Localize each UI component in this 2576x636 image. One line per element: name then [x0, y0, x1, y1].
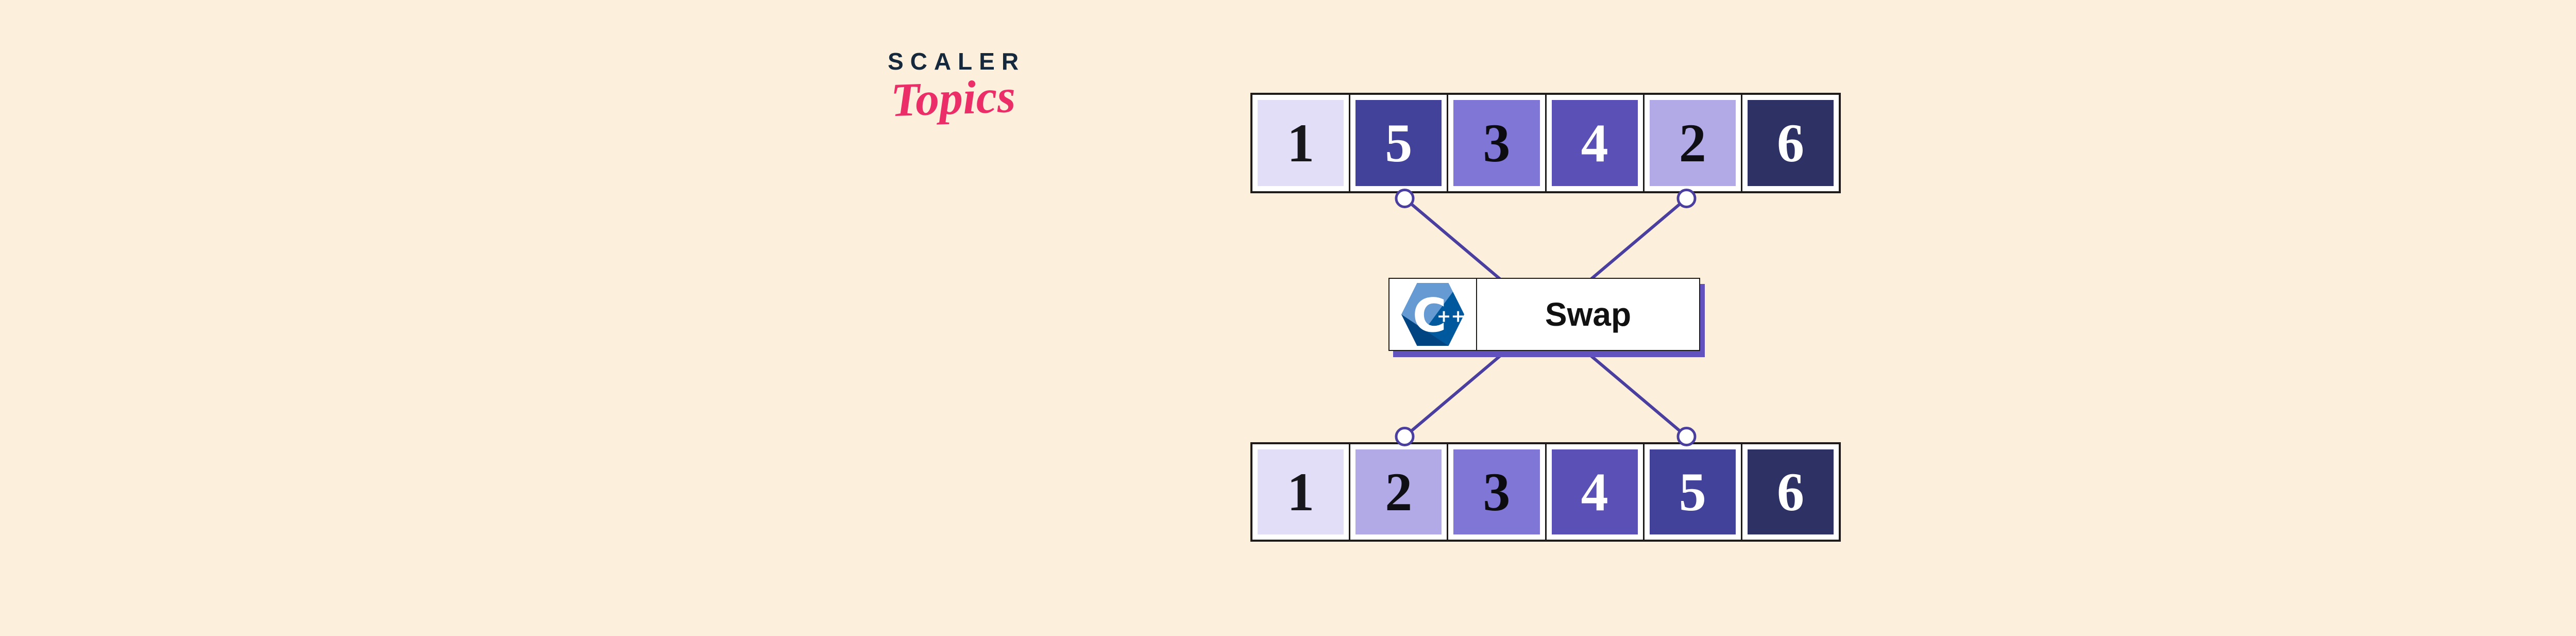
after-swap-cell: 4 — [1545, 444, 1643, 540]
swap-box: C ++ Swap — [1388, 278, 1700, 351]
cell-value-6: 6 — [1747, 449, 1834, 534]
cell-value-5: 5 — [1355, 100, 1442, 186]
swap-label: Swap — [1545, 296, 1632, 333]
before-swap-cell: 2 — [1642, 95, 1741, 191]
scaler-topics-logo: SCALER Topics — [871, 48, 1036, 127]
cell-value-2: 2 — [1649, 100, 1736, 186]
cell-value-1: 1 — [1258, 100, 1344, 186]
before-swap-cell: 6 — [1740, 95, 1839, 191]
cell-value-6: 6 — [1747, 100, 1834, 186]
after-swap-cell: 1 — [1252, 444, 1349, 540]
before-swap-cell: 5 — [1349, 95, 1447, 191]
scaler-topics-text: Topics — [890, 69, 1016, 127]
cell-value-3: 3 — [1453, 449, 1540, 534]
after-swap-cell: 2 — [1349, 444, 1447, 540]
before-swap-cell: 3 — [1447, 95, 1545, 191]
before-swap-cell: 1 — [1252, 95, 1349, 191]
scaler-brand-text: SCALER — [887, 48, 1026, 75]
after-swap-cell: 6 — [1740, 444, 1839, 540]
cell-value-2: 2 — [1355, 449, 1442, 534]
cpp-logo-icon: C ++ — [1389, 279, 1477, 350]
after-swap-cell: 5 — [1642, 444, 1741, 540]
cell-value-3: 3 — [1453, 100, 1540, 186]
cell-value-5: 5 — [1649, 449, 1736, 534]
cell-value-4: 4 — [1551, 100, 1638, 186]
cell-value-1: 1 — [1258, 449, 1344, 534]
cell-value-4: 4 — [1551, 449, 1638, 534]
before-swap-cell: 4 — [1545, 95, 1643, 191]
after-swap-cell: 3 — [1447, 444, 1545, 540]
cpp-plus-plus: ++ — [1437, 306, 1464, 326]
